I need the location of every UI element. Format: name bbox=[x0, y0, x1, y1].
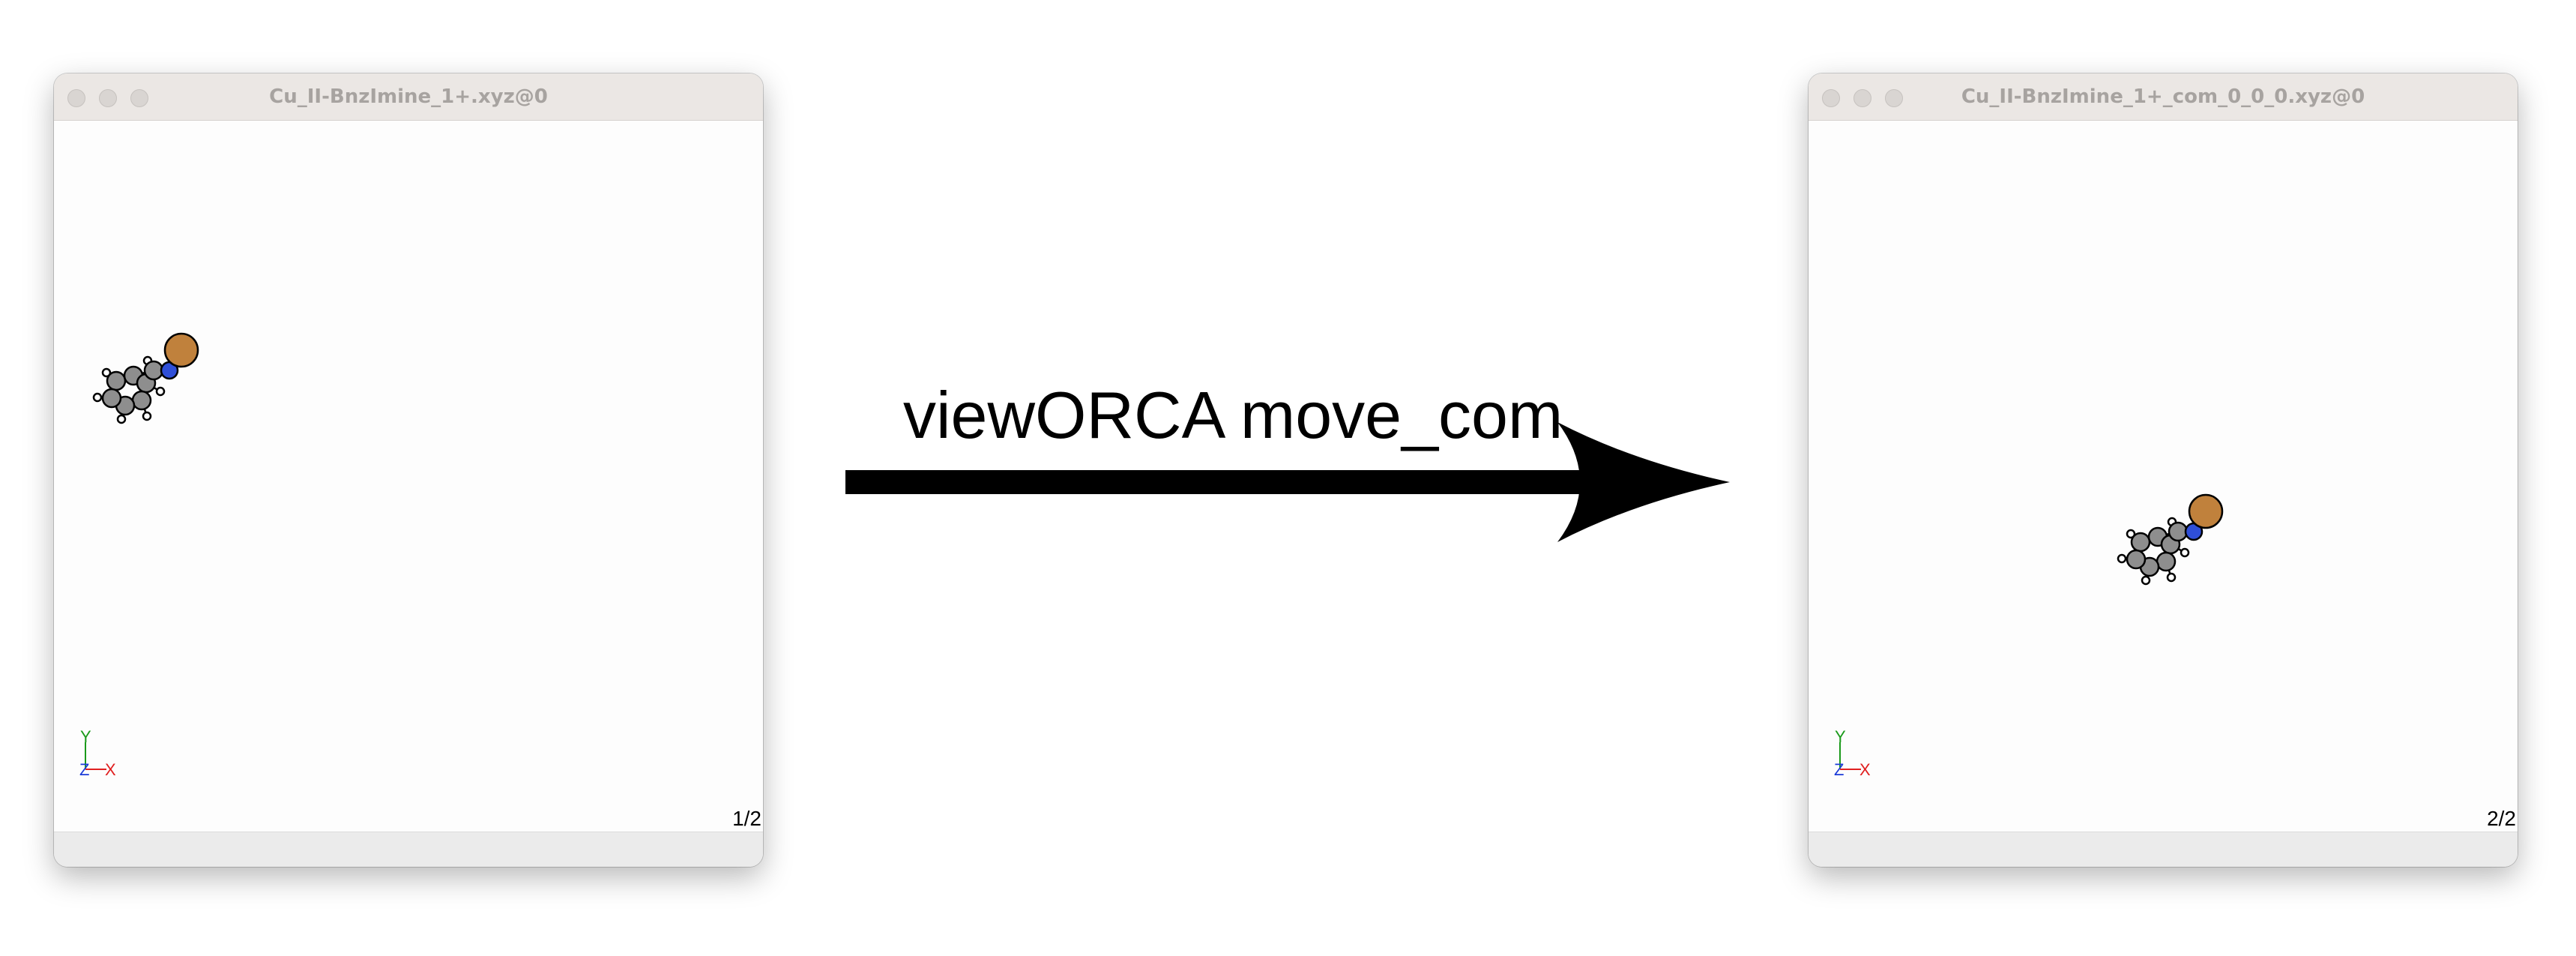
zoom-button[interactable] bbox=[1885, 89, 1903, 107]
minimize-button[interactable] bbox=[1853, 89, 1871, 107]
minimize-button[interactable] bbox=[99, 89, 117, 107]
status-bar bbox=[54, 832, 763, 867]
viewer-window-right[interactable]: Cu_II-BnzImine_1+_com_0_0_0.xyz@0 bbox=[1809, 73, 2518, 867]
axis-triad: Y Z X bbox=[1834, 727, 1871, 779]
axis-z-label: Z bbox=[1834, 760, 1844, 779]
right-arrow bbox=[845, 422, 1730, 542]
window-title: Cu_II-BnzImine_1+.xyz@0 bbox=[269, 85, 548, 108]
close-button[interactable] bbox=[67, 89, 85, 107]
zoom-button[interactable] bbox=[130, 89, 148, 107]
molecule-viewport[interactable]: Y Z X bbox=[1809, 121, 2518, 832]
axis-x-label: X bbox=[1859, 760, 1871, 779]
arrow-label: viewORCA move_com bbox=[903, 378, 1563, 452]
axis-z-label: Z bbox=[79, 760, 89, 779]
axis-x-label: X bbox=[105, 760, 116, 779]
axis-triad: Y Z X bbox=[79, 727, 116, 779]
window-title: Cu_II-BnzImine_1+_com_0_0_0.xyz@0 bbox=[1961, 85, 2365, 108]
axis-y-label: Y bbox=[80, 727, 91, 746]
status-bar bbox=[1809, 832, 2518, 867]
close-button[interactable] bbox=[1822, 89, 1840, 107]
molecule-viewport[interactable]: Y Z X bbox=[54, 121, 763, 832]
molecule bbox=[92, 332, 199, 424]
frame-counter: 1/2 bbox=[732, 807, 761, 830]
axis-y-label: Y bbox=[1835, 727, 1846, 746]
viewer-window-left[interactable]: Cu_II-BnzImine_1+.xyz@0 bbox=[54, 73, 763, 867]
title-bar[interactable]: Cu_II-BnzImine_1+_com_0_0_0.xyz@0 bbox=[1809, 73, 2518, 121]
frame-counter: 2/2 bbox=[2487, 807, 2516, 830]
title-bar[interactable]: Cu_II-BnzImine_1+.xyz@0 bbox=[54, 73, 763, 121]
molecule bbox=[2117, 493, 2224, 586]
